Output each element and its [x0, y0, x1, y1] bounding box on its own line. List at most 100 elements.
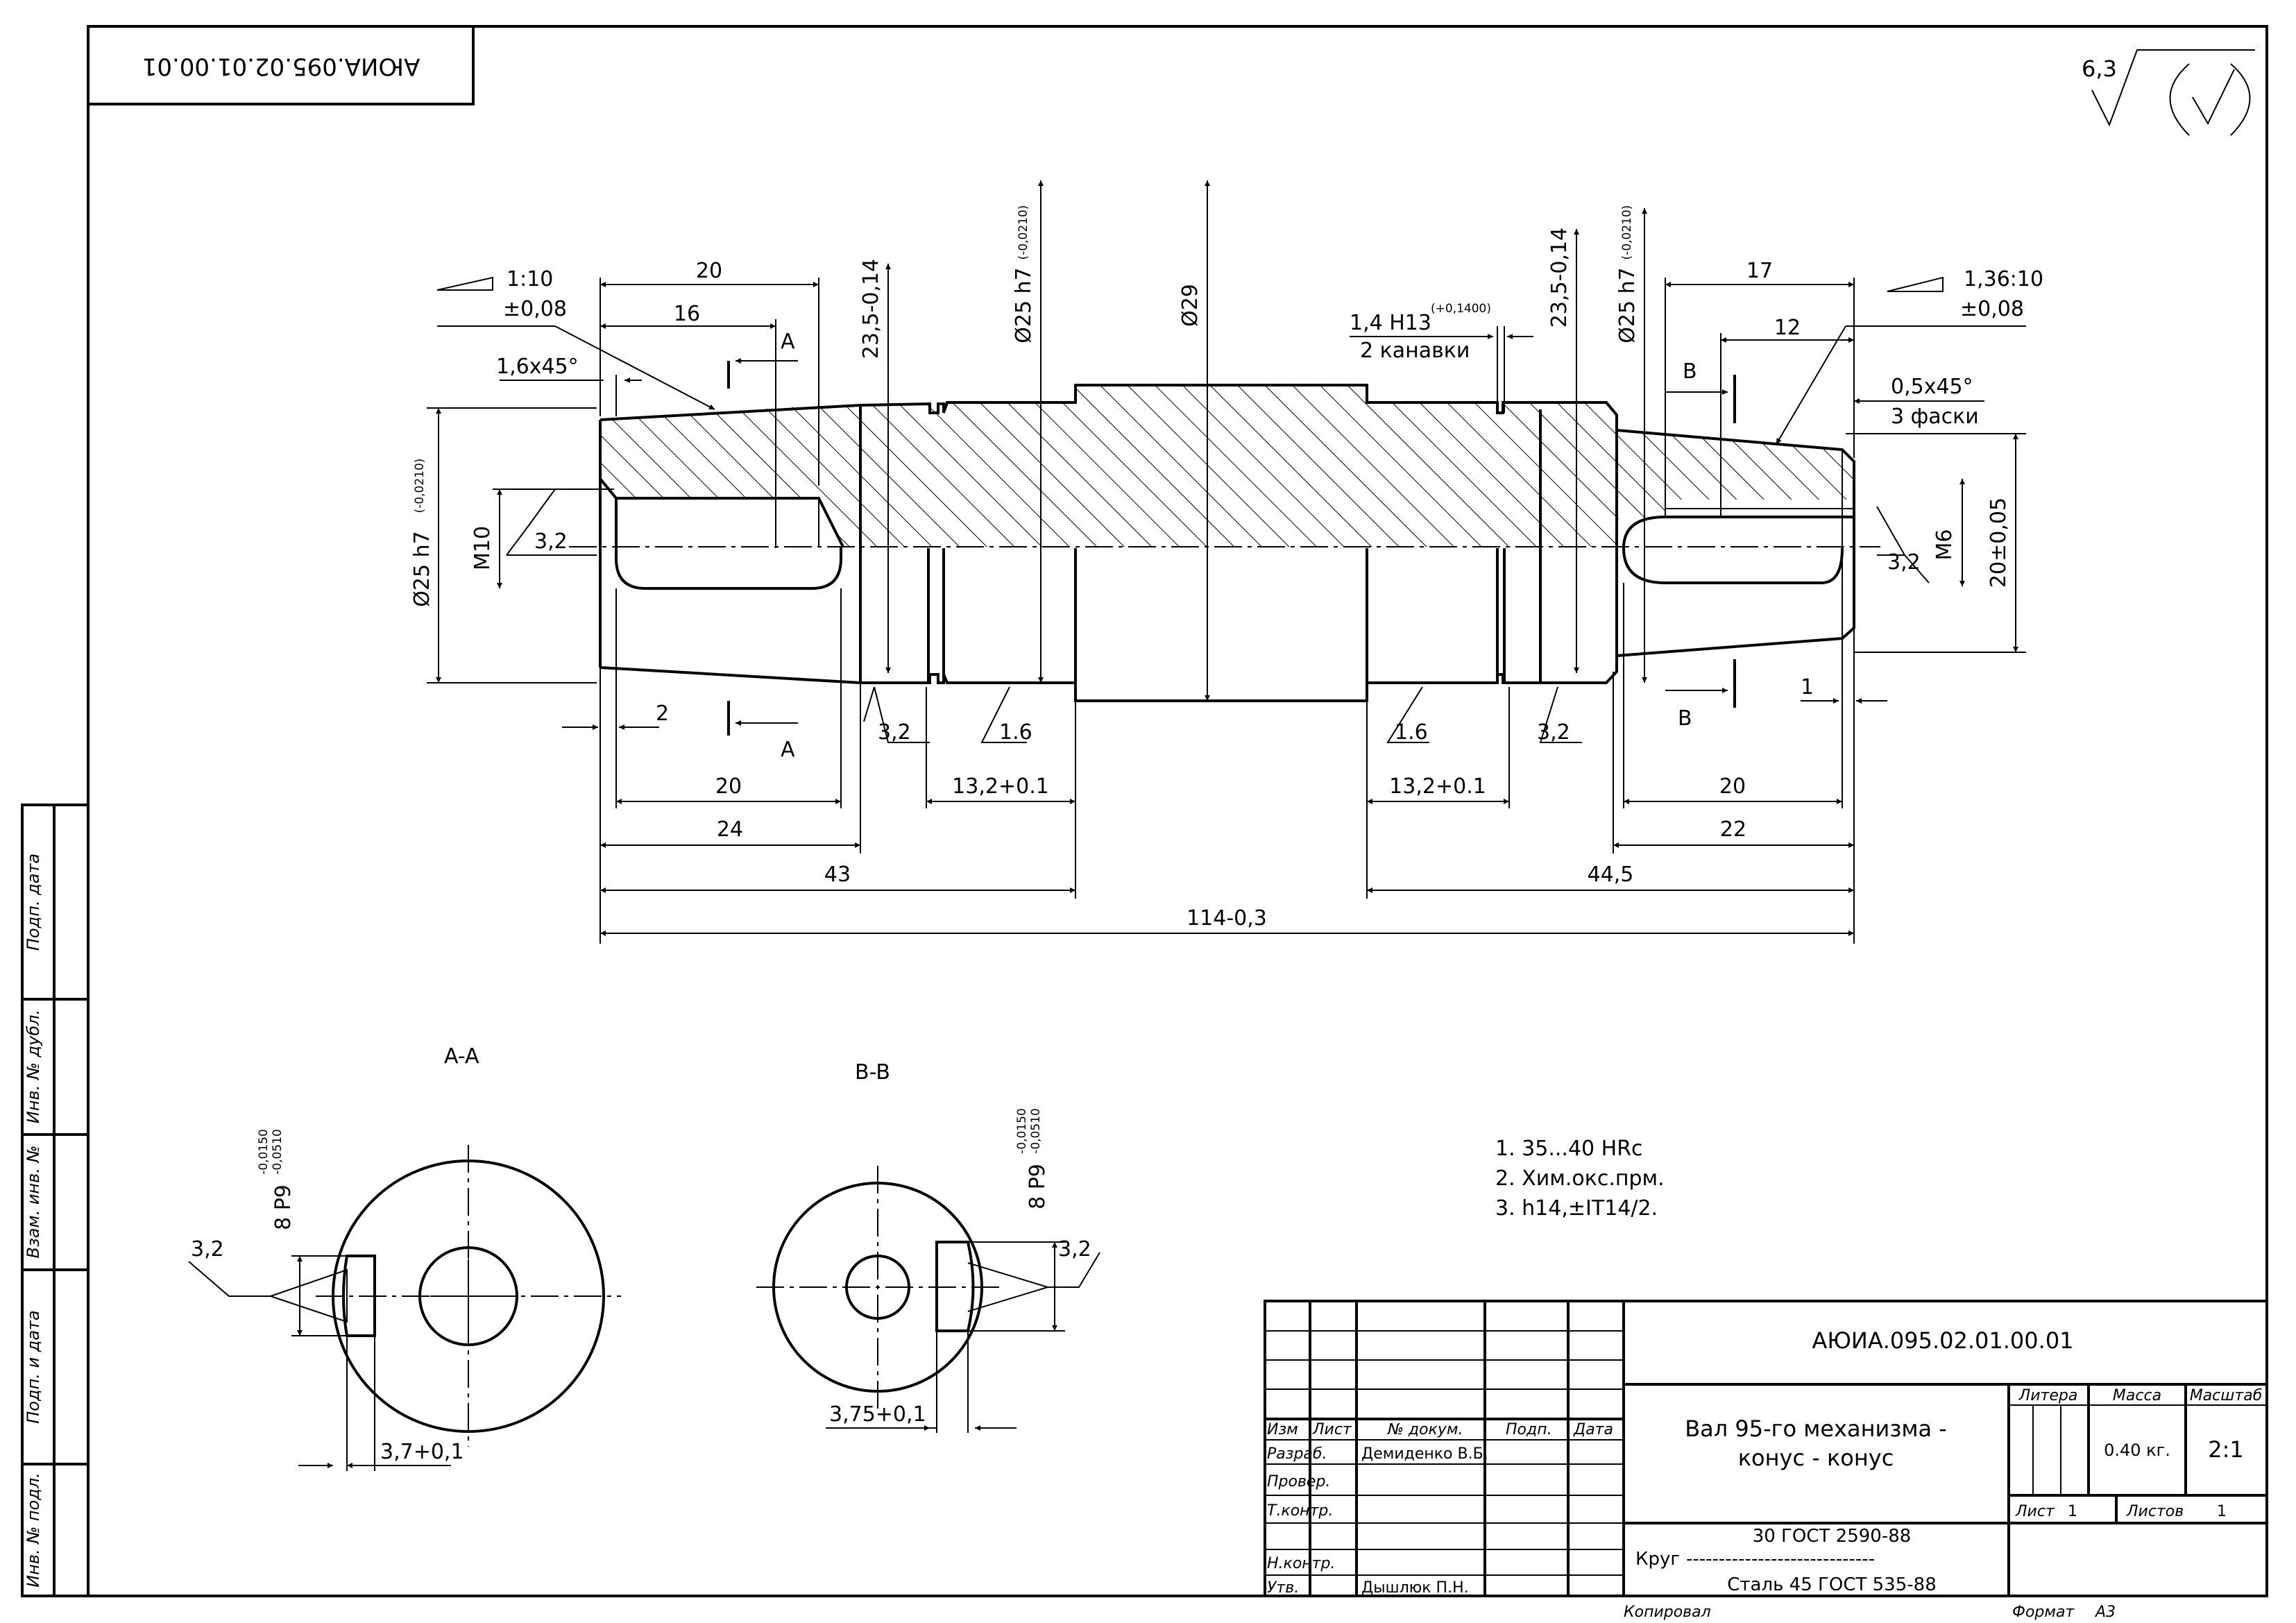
tb-prover-label: Провер. — [1267, 1473, 1330, 1490]
tb-utv-label: Утв. — [1267, 1579, 1299, 1597]
tb-col-podp: Подп. — [1506, 1421, 1552, 1438]
tb-razrab-label: Разраб. — [1267, 1445, 1327, 1463]
dim-len-43: 43 — [824, 863, 851, 887]
dim-len-2: 2 — [656, 702, 669, 726]
dim-len-24: 24 — [717, 817, 743, 842]
dim-len-44-5: 44,5 — [1588, 863, 1634, 887]
dim-25-right: Ø25 h7 — [1615, 267, 1640, 343]
note-3: 3. h14,±IT14/2. — [1495, 1196, 1658, 1221]
dim-left-od: Ø25 h7 — [410, 531, 434, 606]
tb-format-value: А3 — [2094, 1604, 2116, 1621]
dim-len-12: 12 — [1774, 316, 1801, 340]
rough-c: 1.6 — [1395, 720, 1428, 745]
section-a-a: A-A 8 P9 -0,0150 -0,0510 3,2 3,7+0,1 — [188, 1044, 621, 1471]
dim-25-mid: Ø25 h7 — [1012, 267, 1036, 343]
section-mark-a-top: A — [781, 330, 795, 354]
tb-utv-name: Дышлюк П.Н. — [1361, 1579, 1469, 1597]
dim-len-20-top: 20 — [696, 259, 722, 283]
title-block: АЮИА.095.02.01.00.01 Вал 95-го механизма… — [1264, 1300, 2268, 1597]
section-a-key: 8 P9 — [271, 1184, 296, 1230]
tb-kopiroval: Копировал — [1624, 1604, 1711, 1621]
taper-left-ratio: 1:10 — [507, 267, 553, 291]
tb-tkontr-label: Т.контр. — [1267, 1502, 1333, 1520]
tb-col-data: Дата — [1573, 1421, 1613, 1438]
section-b-key: 8 P9 — [1026, 1164, 1050, 1209]
rough-a: 3,2 — [878, 720, 911, 745]
shaft-main-view — [569, 384, 1880, 702]
technical-notes: 1. 35...40 HRc 2. Хим.окс.прм. 3. h14,±I… — [1495, 1137, 1665, 1221]
dim-len-22: 22 — [1720, 817, 1746, 842]
stamp-podp-data: Подп. дата — [24, 853, 43, 951]
tb-code: АЮИА.095.02.01.00.01 — [1812, 1327, 2073, 1354]
section-a-depth: 3,7+0,1 — [380, 1440, 464, 1464]
dim-groove-tol: (+0,1400) — [1431, 302, 1491, 316]
dim-len-17: 17 — [1746, 259, 1773, 283]
section-a-title: A-A — [444, 1044, 479, 1069]
dim-chamfer-left: 1,6x45° — [496, 355, 579, 379]
tb-litera-label: Литера — [2018, 1387, 2078, 1404]
tb-list-label: Лист — [2015, 1503, 2055, 1520]
stamp-podp-i-data: Подп. и дата — [24, 1310, 43, 1424]
section-a-tol-hi: -0,0150 — [257, 1129, 271, 1175]
dim-len-114: 114-0,3 — [1187, 906, 1267, 931]
section-a-tol-lo: -0,0510 — [271, 1129, 284, 1175]
dim-chamfer-right: 0,5x45° — [1891, 375, 1973, 399]
dim-len-16: 16 — [674, 302, 700, 326]
tb-format-label: Формат — [2012, 1604, 2075, 1621]
taper-right-ratio: 1,36:10 — [1964, 267, 2043, 291]
section-mark-b-bot: B — [1678, 706, 1692, 731]
rough-right-hole: 3,2 — [1887, 550, 1921, 575]
dim-23-5-right: 23,5-0,14 — [1547, 228, 1572, 328]
top-code-box — [87, 25, 475, 105]
section-a-rough: 3,2 — [191, 1237, 224, 1261]
dim-groove-count: 2 канавки — [1360, 339, 1470, 363]
note-2: 2. Хим.окс.прм. — [1495, 1166, 1665, 1191]
tb-list-value: 1 — [2068, 1503, 2077, 1520]
note-1: 1. 35...40 HRc — [1495, 1137, 1643, 1161]
dim-thread-left: M10 — [470, 526, 495, 570]
tb-material-kind: Круг — [1635, 1549, 1680, 1570]
taper-right-tol: ±0,08 — [1960, 297, 2024, 321]
rough-d: 3,2 — [1537, 720, 1570, 745]
section-b-tol-hi: -0,0150 — [1015, 1108, 1029, 1154]
dim-23-5-left: 23,5-0,14 — [859, 259, 883, 359]
tb-listov-value: 1 — [2217, 1503, 2227, 1520]
tb-listov-label: Листов — [2126, 1503, 2184, 1520]
dim-len-1: 1 — [1801, 675, 1814, 699]
rough-b: 1.6 — [999, 720, 1032, 745]
section-b-depth: 3,75+0,1 — [829, 1402, 926, 1427]
tb-name-2: конус - конус — [1738, 1445, 1894, 1471]
tb-razrab-name: Демиденко В.Б. — [1361, 1445, 1488, 1463]
section-b-b: B-B 8 P9 -0,0150 -0,0510 3,2 3,75+0,1 — [756, 1060, 1100, 1433]
section-b-title: B-B — [855, 1060, 890, 1085]
tb-col-izm: Изм — [1267, 1421, 1298, 1438]
dim-thread-right: M6 — [1932, 529, 1957, 561]
side-stamp: Подп. дата Инв. № дубл. Взам. инв. № Под… — [21, 804, 90, 1597]
general-roughness-value: 6,3 — [2082, 56, 2117, 82]
top-code-text: АЮИА.095.02.01.00.01 — [142, 53, 420, 80]
tb-col-list: Лист — [1312, 1421, 1352, 1438]
dim-25-mid-tol: (-0,0210) — [1017, 205, 1030, 260]
section-b-tol-lo: -0,0510 — [1029, 1108, 1043, 1154]
tb-name-1: Вал 95-го механизма - — [1685, 1416, 1947, 1442]
dim-groove: 1,4 H13 — [1350, 311, 1431, 335]
section-mark-b-top: B — [1683, 359, 1697, 384]
tb-mashtab-value: 2:1 — [2208, 1436, 2244, 1463]
tb-massa-value: 0.40 кг. — [2104, 1441, 2170, 1460]
stamp-vzam-inv: Взам. инв. № — [24, 1146, 43, 1259]
dim-left-od-tol: (-0,0210) — [413, 459, 427, 513]
dim-13-2-left: 13,2+0.1 — [952, 774, 1049, 799]
dim-len-20-br: 20 — [1719, 774, 1746, 799]
section-mark-a-bot: A — [781, 738, 795, 762]
tb-material-bottom: Сталь 45 ГОСТ 535-88 — [1727, 1574, 1937, 1595]
dimensions-main: Ø25 h7 (-0,0210) M10 3,2 1:10 ±0,08 20 1… — [410, 180, 2043, 944]
dim-chamfer-right-count: 3 фаски — [1891, 405, 1979, 429]
tb-massa-label: Масса — [2113, 1387, 2161, 1404]
dim-len-20-bl: 20 — [715, 774, 742, 799]
stamp-inv-dubl: Инв. № дубл. — [24, 1010, 43, 1123]
stamp-inv-podl: Инв. № подл. — [24, 1472, 43, 1588]
section-b-rough: 3,2 — [1058, 1237, 1091, 1261]
taper-left-tol: ±0,08 — [503, 297, 567, 321]
dim-20-vert-right: 20±0,05 — [1987, 498, 2011, 588]
